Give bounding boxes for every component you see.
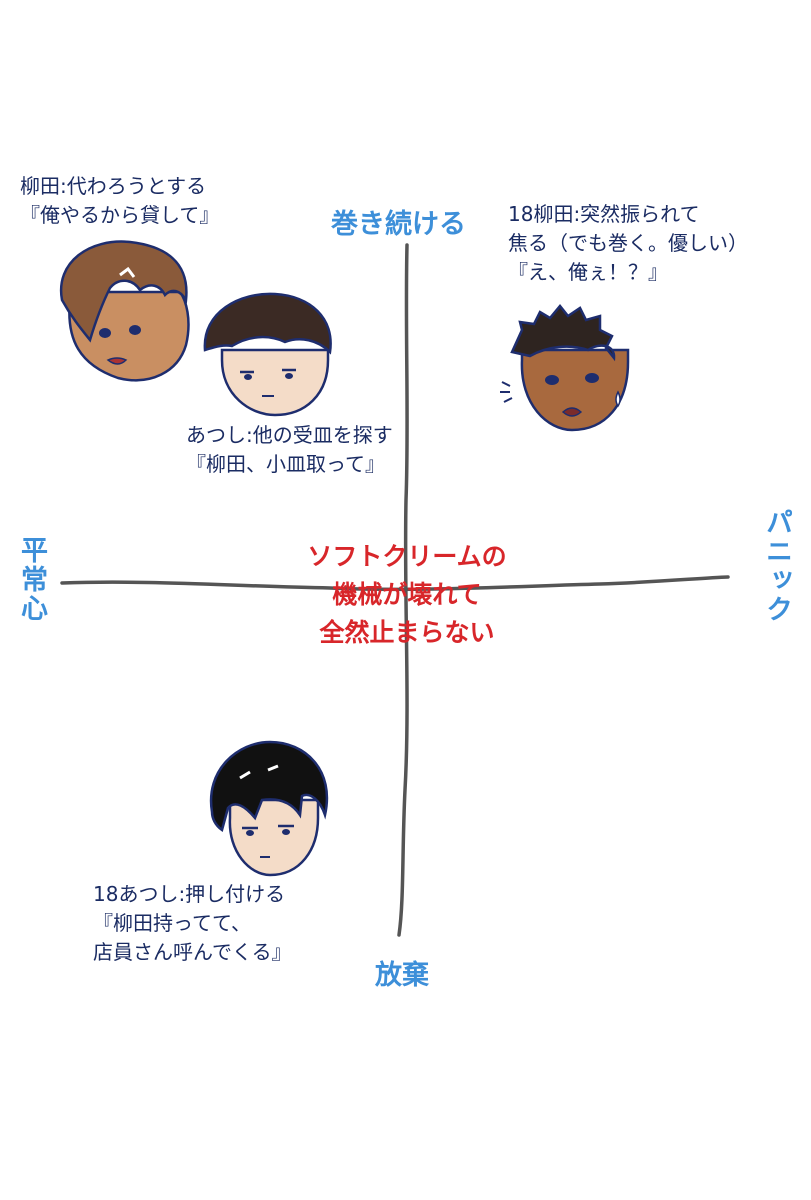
note-line: 『俺やるから貸して』 bbox=[20, 203, 220, 227]
center-caption-line: 機械が壊れて bbox=[332, 580, 482, 609]
note-atsushi: あつし:他の受皿を探す 『柳田、小皿取って』 bbox=[186, 421, 393, 479]
note-line: 『え、俺ぇ！？』 bbox=[508, 260, 668, 284]
center-caption: ソフトクリームの 機械が壊れて 全然止まらない bbox=[280, 538, 534, 652]
vertical-axis-line bbox=[397, 243, 409, 937]
atsushi-18-face-drawing bbox=[209, 740, 329, 877]
note-atsushi-18: 18あつし:押し付ける 『柳田持ってて、 店員さん呼んでくる』 bbox=[93, 880, 292, 967]
atsushi-face-drawing bbox=[203, 292, 332, 417]
yanagida-18-face-drawing bbox=[500, 304, 630, 432]
note-line: 『柳田持ってて、 bbox=[93, 911, 251, 935]
note-line: 『柳田、小皿取って』 bbox=[186, 452, 385, 476]
axis-label-bottom: 放棄 bbox=[375, 960, 429, 991]
axis-label-right: パニック bbox=[761, 508, 792, 624]
note-line: 18柳田:突然振られて bbox=[508, 202, 700, 226]
horizontal-axis-line bbox=[60, 575, 730, 592]
note-line: あつし:他の受皿を探す bbox=[186, 423, 393, 447]
yanagida-face-drawing bbox=[59, 240, 190, 382]
note-line: 柳田:代わろうとする bbox=[20, 174, 207, 198]
note-yanagida: 柳田:代わろうとする 『俺やるから貸して』 bbox=[20, 172, 219, 230]
note-yanagida-18: 18柳田:突然振られて 焦る（でも巻く。優しい） 『え、俺ぇ！？』 bbox=[508, 200, 748, 287]
center-caption-line: ソフトクリームの bbox=[307, 542, 507, 571]
center-caption-line: 全然止まらない bbox=[319, 618, 495, 647]
axis-label-top: 巻き続ける bbox=[331, 209, 466, 240]
note-line: 18あつし:押し付ける bbox=[93, 882, 286, 906]
note-line: 焦る（でも巻く。優しい） bbox=[508, 231, 748, 255]
axis-label-left: 平常心 bbox=[16, 536, 47, 623]
note-line: 店員さん呼んでくる』 bbox=[93, 940, 292, 964]
